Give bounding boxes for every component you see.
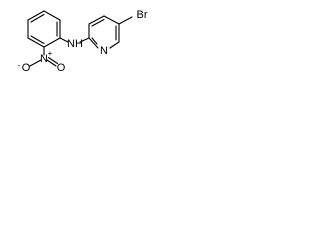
n-c-bond: [79, 37, 90, 43]
nitro-plus-charge: +: [48, 49, 53, 58]
ring-bond: [27, 10, 45, 21]
structure-canvas: N + O - O N H N: [0, 0, 158, 78]
n-o-double-bond: [46, 59, 57, 67]
ring-bond: [43, 10, 61, 21]
ring-bond: [43, 37, 61, 48]
chemical-structure: N + O - O N H N: [18, 9, 148, 74]
ring-double-bond: [91, 37, 98, 45]
c-br-bond: [118, 16, 133, 25]
ring-double-bond: [30, 35, 45, 45]
ring-double-bond: [91, 18, 105, 27]
ring-bond: [109, 41, 120, 49]
ring-bond: [103, 15, 120, 25]
amine-linker: N H: [59, 37, 90, 50]
benzene-ring: [27, 10, 61, 48]
nitro-oxygen-right-label: O: [57, 62, 66, 74]
ring-bond: [88, 15, 105, 25]
amine-hydrogen-label: H: [75, 38, 83, 50]
ring-bond: [88, 37, 99, 49]
nitro-oxygen-left-label: O: [22, 62, 31, 74]
ring-double-bond: [30, 13, 45, 23]
pyridine-ring: N: [88, 15, 120, 57]
bromine-label: Br: [137, 9, 148, 21]
pyridine-nitrogen-label: N: [100, 45, 108, 57]
nitro-nitrogen-label: N: [40, 53, 48, 65]
amine-nitrogen-label: N: [67, 38, 75, 50]
nitro-minus-charge: -: [18, 61, 21, 70]
bromine-substituent: Br: [118, 9, 148, 25]
ring-bond: [27, 37, 45, 48]
n-o-bond: [29, 59, 42, 67]
n-o-double-bond: [47, 56, 59, 65]
c-n-bond: [59, 37, 69, 43]
nitro-group: N + O - O: [18, 46, 66, 74]
